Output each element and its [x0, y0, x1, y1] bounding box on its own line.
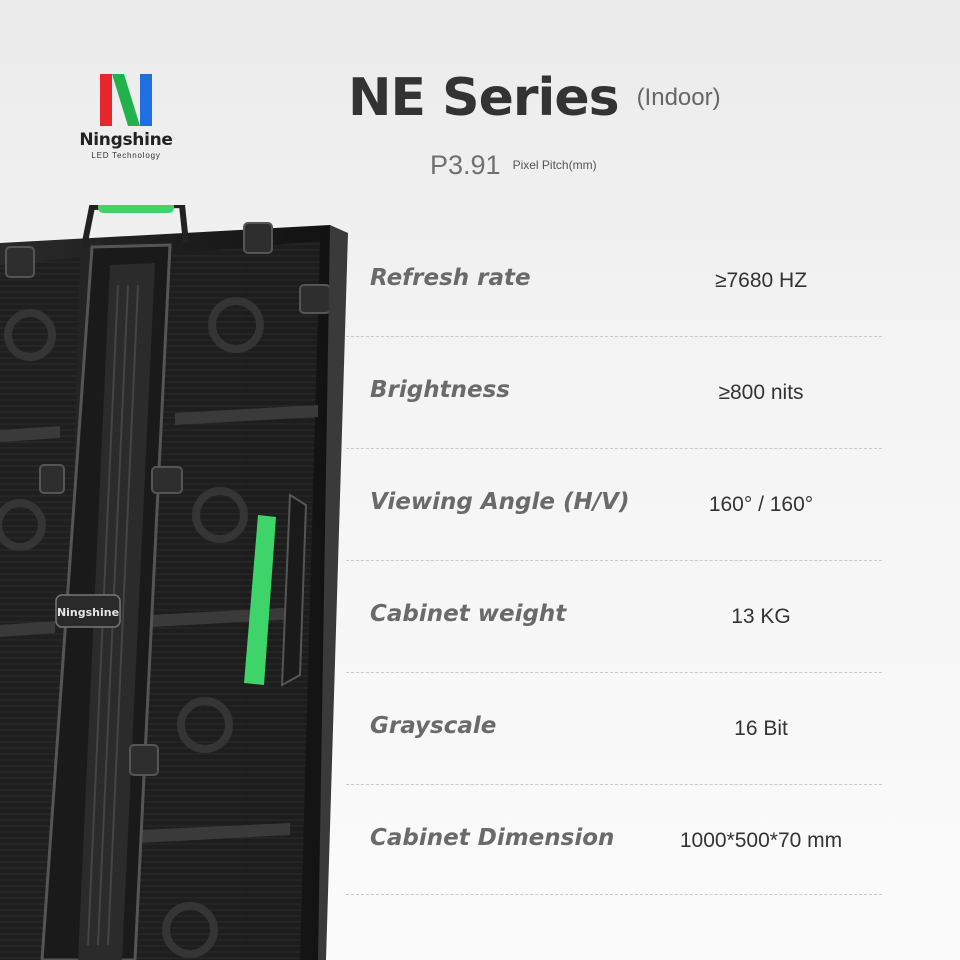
beam-badge-label: Ningshine	[57, 606, 119, 619]
spec-value: ≥7680 HZ	[714, 269, 808, 292]
side-handle	[244, 515, 276, 685]
pixel-pitch-label: Pixel Pitch(mm)	[512, 158, 597, 172]
spec-label: Refresh rate	[370, 265, 531, 291]
series-type: (Indoor)	[636, 84, 721, 111]
spec-value: 13 KG	[731, 605, 791, 628]
brand-name: Ningshine	[79, 130, 173, 150]
spec-row-brightness: Brightness ≥800 nits	[346, 337, 882, 449]
spec-value: 160° / 160°	[708, 493, 814, 516]
spec-value: 16 Bit	[734, 717, 788, 740]
n-logo-icon	[100, 74, 152, 126]
led-cabinet-image: Ningshine	[0, 205, 348, 960]
spec-row-cabinet-weight: Cabinet weight 13 KG	[346, 561, 882, 673]
pixel-pitch-value: P3.91	[430, 150, 501, 180]
beam-badge	[55, 594, 121, 628]
spec-label: Cabinet Dimension	[370, 825, 615, 851]
brand-logo: Ningshine LED Technology	[70, 74, 182, 160]
spec-row-refresh-rate: Refresh rate ≥7680 HZ	[346, 225, 882, 337]
spec-label: Grayscale	[370, 713, 497, 739]
series-name: NE Series	[348, 68, 620, 128]
spec-label: Cabinet weight	[370, 601, 567, 627]
spec-row-cabinet-dimension: Cabinet Dimension 1000*500*70 mm	[346, 785, 882, 895]
pixel-pitch: P3.91 Pixel Pitch(mm)	[430, 150, 597, 181]
spec-value: ≥800 nits	[718, 381, 804, 404]
brand-tagline: LED Technology	[91, 151, 161, 160]
page-title: NE Series (Indoor)	[348, 68, 721, 128]
spec-label: Brightness	[370, 377, 510, 403]
top-handle-grip	[98, 205, 174, 213]
spec-table: Refresh rate ≥7680 HZ Brightness ≥800 ni…	[346, 225, 882, 895]
spec-value: 1000*500*70 mm	[679, 829, 843, 852]
spec-row-viewing-angle: Viewing Angle (H/V) 160° / 160°	[346, 449, 882, 561]
spec-row-grayscale: Grayscale 16 Bit	[346, 673, 882, 785]
spec-label: Viewing Angle (H/V)	[370, 489, 630, 515]
